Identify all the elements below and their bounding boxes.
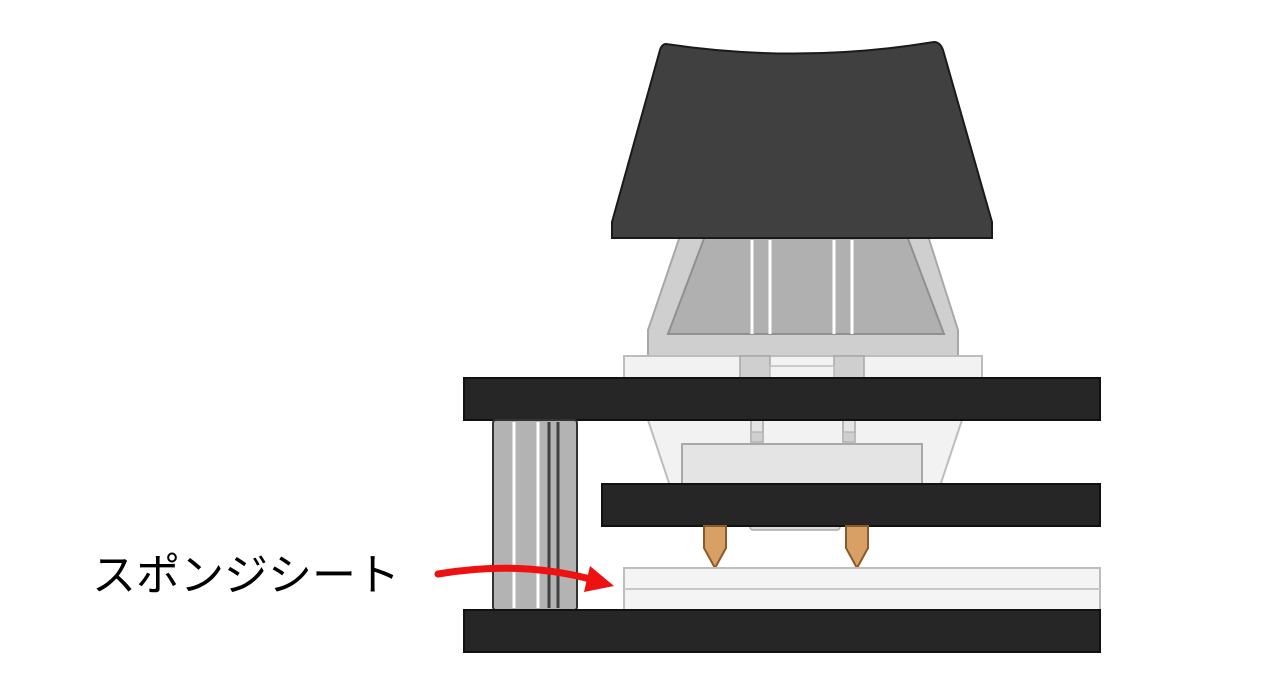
- switch-plate: [463, 377, 1101, 421]
- sponge-sheet: [623, 567, 1101, 611]
- pcb-board: [601, 483, 1101, 527]
- switch-housing-top: [647, 235, 959, 357]
- keycap: [611, 40, 993, 239]
- switch-housing-flange: [623, 355, 983, 379]
- sponge-sheet-label: スポンジシート: [92, 550, 400, 601]
- switch-pins: [703, 525, 869, 571]
- bottom-plate: [463, 609, 1101, 653]
- stabilizer-housing: [492, 419, 578, 611]
- annotation-arrow: [434, 564, 614, 592]
